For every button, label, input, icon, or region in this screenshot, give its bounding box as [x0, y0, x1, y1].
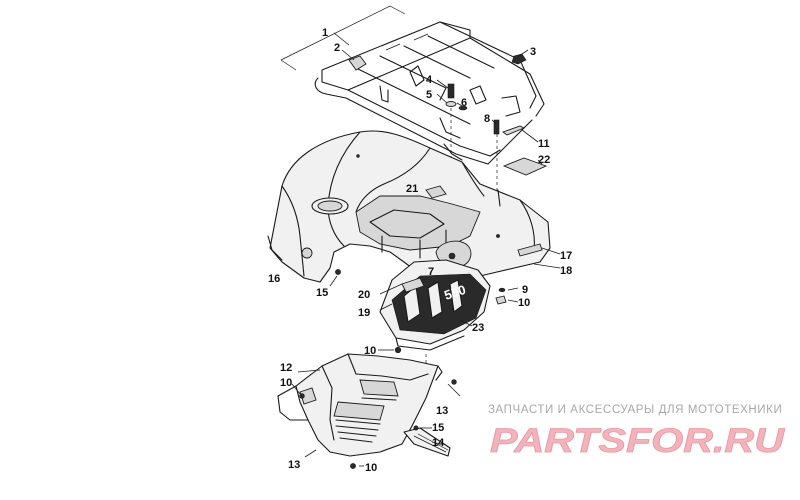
callout-5: 5 [426, 89, 432, 101]
nut-part-3 [511, 49, 529, 65]
watermark-logo-text: PARTSFOR.RU [490, 422, 786, 458]
callout-10-bottom: 10 [365, 462, 377, 474]
callout-16: 16 [268, 273, 280, 285]
bolt-part-8 [491, 119, 500, 135]
rack-clamp [341, 49, 367, 71]
rack-strip-11 [502, 125, 539, 143]
callout-2: 2 [334, 42, 340, 54]
callout-10-left: 10 [280, 377, 292, 389]
callout-18: 18 [560, 265, 572, 277]
callout-8: 8 [484, 113, 490, 125]
callout-13-right: 13 [436, 405, 448, 417]
callout-19: 19 [358, 307, 370, 319]
callout-11: 11 [538, 138, 550, 150]
callout-10-right: 10 [518, 297, 530, 309]
callout-9: 9 [522, 284, 528, 296]
decal-22 [502, 157, 548, 176]
callout-21: 21 [406, 183, 418, 195]
callout-4: 4 [426, 74, 433, 86]
callout-17: 17 [560, 250, 572, 262]
callout-6: 6 [461, 97, 467, 109]
watermark-caption: ЗАПЧАСТИ И АКСЕССУАРЫ ДЛЯ МОТОТЕХНИКИ [488, 404, 783, 416]
callout-15-upper: 15 [316, 287, 328, 299]
callout-1: 1 [322, 27, 328, 39]
callout-3: 3 [530, 46, 536, 58]
footpeg-14 [403, 425, 451, 457]
watermark-logo: PARTSFOR.RU [490, 422, 787, 458]
callout-22: 22 [538, 154, 550, 166]
callout-10-middle: 10 [364, 345, 376, 357]
side-decals-17-18 [517, 243, 561, 269]
callout-15-lower: 15 [432, 422, 444, 434]
rear-fender-body [267, 130, 551, 283]
footwell [277, 353, 461, 469]
site-watermark: ЗАПЧАСТИ И АКСЕССУАРЫ ДЛЯ МОТОТЕХНИКИ PA… [488, 404, 788, 464]
bolt-stack-4-5-6 [436, 79, 468, 111]
model-number-decal: 550 [442, 282, 467, 303]
assembly-bracket [280, 5, 406, 71]
callout-13-left: 13 [288, 459, 300, 471]
callout-12: 12 [280, 362, 292, 374]
callout-14: 14 [432, 437, 445, 449]
fasteners [329, 269, 519, 354]
callout-labels: 1 2 3 4 5 6 8 11 22 21 17 18 16 15 7 9 1… [268, 27, 572, 474]
callout-20: 20 [358, 289, 370, 301]
side-panel: 550 [379, 259, 491, 351]
callout-23: 23 [472, 322, 484, 334]
callout-7: 7 [428, 266, 434, 278]
